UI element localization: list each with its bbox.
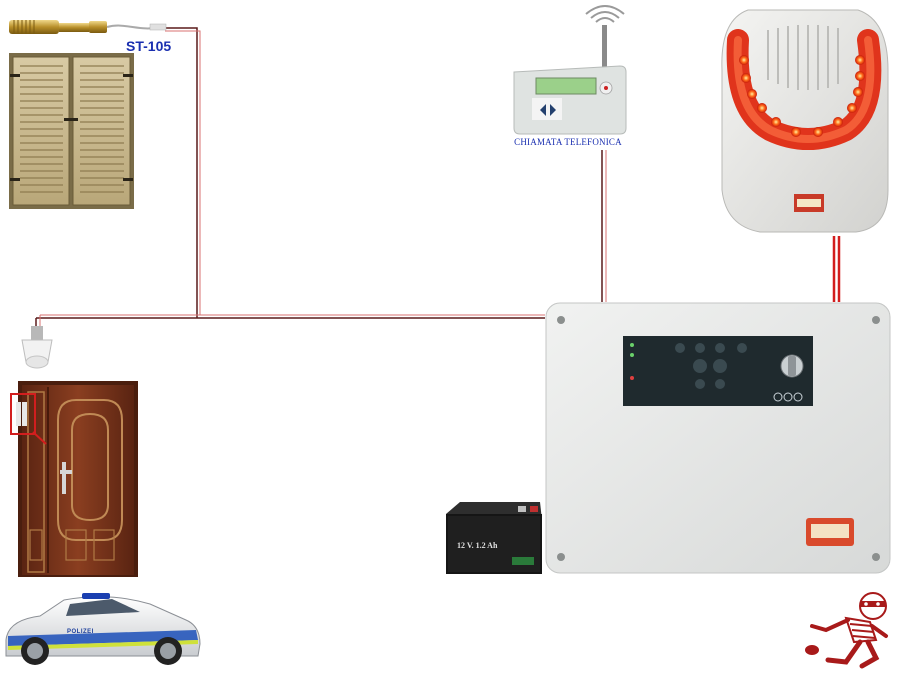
alarm-control-panel bbox=[545, 302, 891, 574]
window-shutter bbox=[9, 53, 134, 209]
dialer-caption: CHIAMATA TELEFONICA bbox=[514, 137, 622, 147]
outdoor-siren bbox=[721, 9, 889, 233]
gsm-dialer bbox=[513, 5, 627, 135]
battery-spec-label: 12 V. 1.2 Ah bbox=[457, 541, 498, 550]
vibration-sensor bbox=[9, 20, 167, 34]
police-car bbox=[5, 593, 201, 665]
sensor-model-label: ST-105 bbox=[126, 38, 172, 54]
backup-battery bbox=[446, 502, 542, 574]
police-car-lettering: POLIZEI bbox=[67, 629, 94, 635]
ceiling-sensor bbox=[21, 326, 53, 369]
door bbox=[10, 381, 138, 577]
wiring bbox=[35, 27, 841, 330]
burglar-icon bbox=[805, 592, 888, 669]
wire-st105 bbox=[165, 27, 198, 318]
